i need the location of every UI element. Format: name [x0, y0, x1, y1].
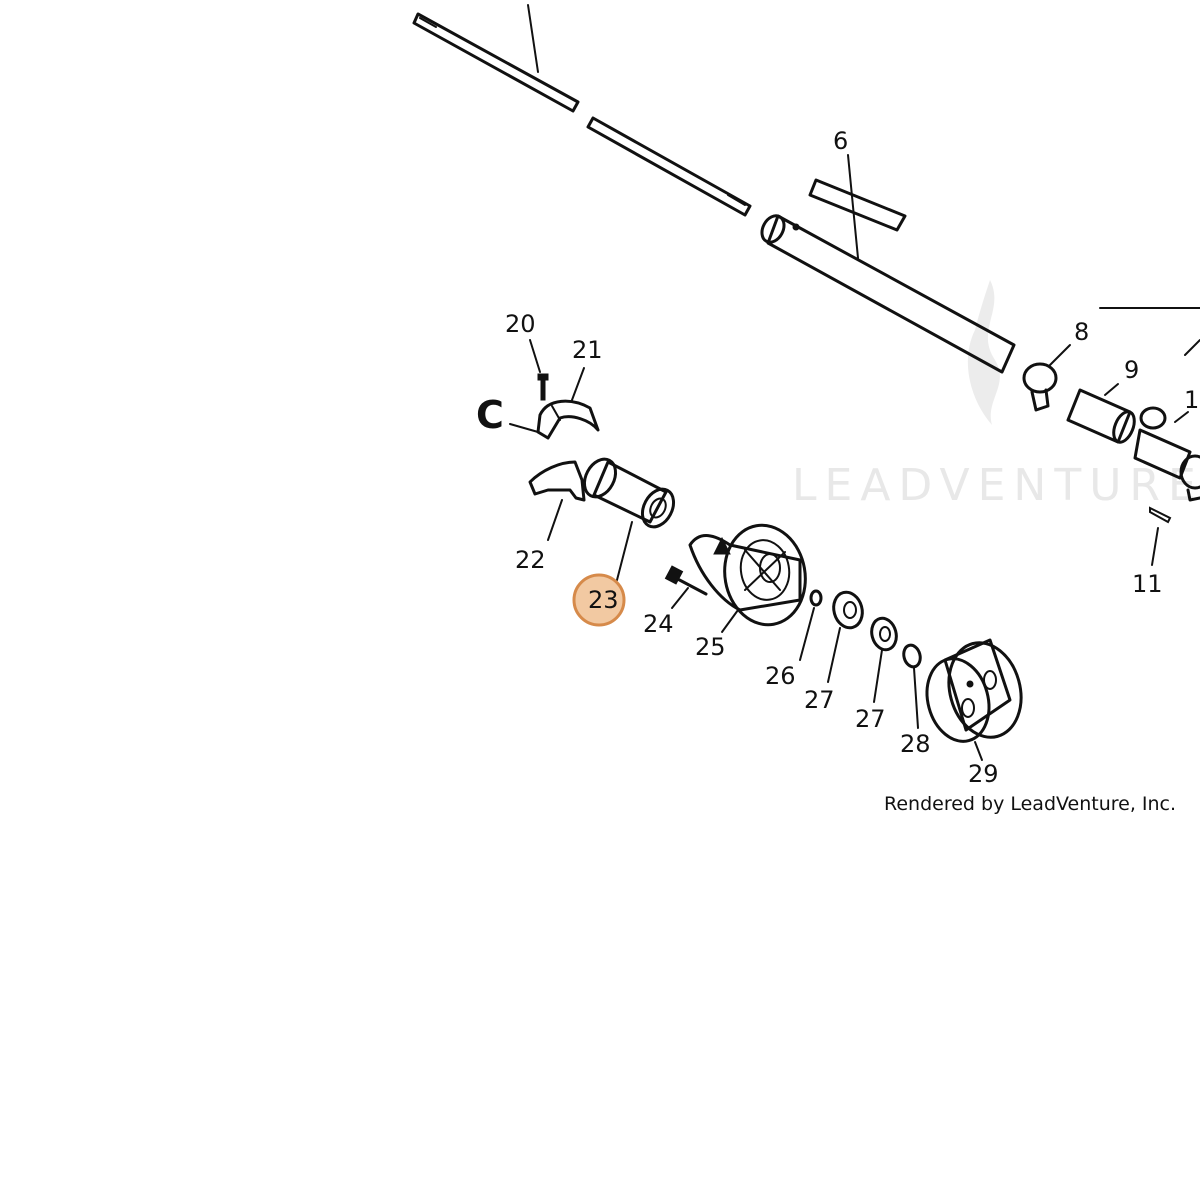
callout-6[interactable]: 6: [833, 127, 848, 155]
callout-29[interactable]: 29: [968, 760, 999, 788]
callout-21[interactable]: 21: [572, 336, 603, 364]
watermark: LEADVENTURE: [792, 280, 1200, 511]
outer-tube: [760, 214, 1016, 374]
part-27-bearing-b[interactable]: [868, 615, 899, 652]
part-26-nut[interactable]: [809, 589, 823, 607]
part-11-bolt[interactable]: [1149, 506, 1172, 524]
leader-lines: [509, 4, 1189, 761]
callout-28[interactable]: 28: [900, 730, 931, 758]
part-29-cover[interactable]: [918, 635, 1031, 749]
watermark-text: LEADVENTURE: [792, 460, 1200, 511]
callout-22[interactable]: 22: [515, 546, 546, 574]
callout-11[interactable]: 11: [1132, 570, 1163, 598]
section-marker-c: C: [476, 393, 504, 437]
part-21-upper-clamp[interactable]: [536, 399, 600, 440]
drive-shaft: [412, 12, 752, 217]
part-20-screw[interactable]: [537, 373, 549, 401]
callout-25[interactable]: 25: [695, 633, 726, 661]
callout-10[interactable]: 1: [1184, 386, 1199, 414]
part-25-gear-case[interactable]: [688, 519, 813, 631]
callout-20[interactable]: 20: [505, 310, 536, 338]
callout-8[interactable]: 8: [1074, 318, 1089, 346]
callout-23[interactable]: 23: [588, 586, 619, 614]
callout-27a[interactable]: 27: [804, 686, 835, 714]
credit-text: Rendered by LeadVenture, Inc.: [884, 793, 1176, 815]
part-10-hanger[interactable]: [1133, 406, 1200, 502]
part-28-circlip[interactable]: [901, 643, 922, 669]
part-6-grip-sleeve[interactable]: [808, 178, 907, 232]
part-23-bearing-housing[interactable]: [578, 454, 680, 532]
callout-26[interactable]: 26: [765, 662, 796, 690]
assembly-bracket: [1099, 307, 1200, 356]
part-8-clamp[interactable]: [1022, 362, 1058, 412]
callout-9[interactable]: 9: [1124, 356, 1139, 384]
callout-27b[interactable]: 27: [855, 705, 886, 733]
callout-24[interactable]: 24: [643, 610, 674, 638]
highlight-circle-23[interactable]: [572, 573, 626, 627]
callout-labels: 6 8 9 1 11 20 21 22 23 24 25 26 27 27 28…: [505, 127, 1199, 788]
part-22-lower-clamp[interactable]: [528, 460, 586, 502]
part-9-spacer[interactable]: [1066, 388, 1138, 445]
part-24-bolt[interactable]: [664, 565, 708, 596]
part-27-bearing-a[interactable]: [830, 589, 866, 631]
